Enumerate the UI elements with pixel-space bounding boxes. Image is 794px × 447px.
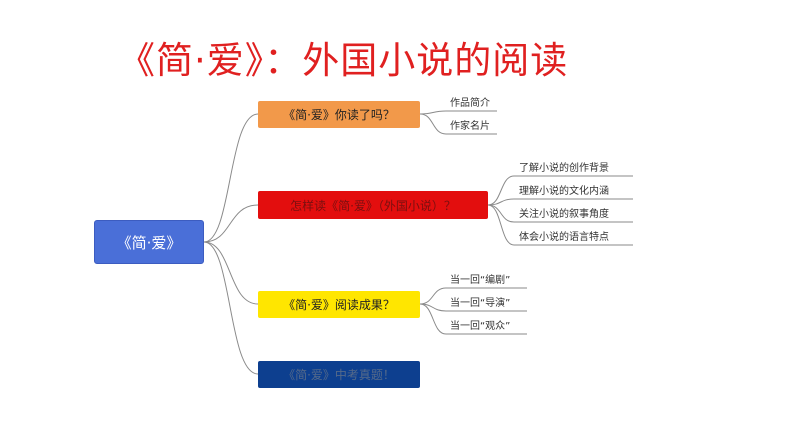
branch-node-1[interactable]: 《简·爱》你读了吗？ — [258, 101, 420, 128]
connector-b1-leaf-1 — [419, 110, 497, 115]
leaf-node[interactable]: 理解小说的文化内涵 — [519, 186, 609, 197]
leaf-node[interactable]: 体会小说的语言特点 — [519, 232, 609, 243]
leaf-node[interactable]: 当一回“编剧” — [450, 275, 511, 286]
branch-node-2[interactable]: 怎样读《简·爱》（外国小说）？ — [258, 191, 488, 219]
leaf-node[interactable]: 作家名片 — [450, 121, 490, 132]
connector-root-branch-4 — [203, 241, 259, 375]
connector-b3-leaf-1 — [419, 287, 527, 305]
leaf-node[interactable]: 作品简介 — [450, 98, 490, 109]
connector-b3-leaf-2 — [419, 303, 527, 312]
connector-root-branch-1 — [203, 113, 259, 243]
connector-b1-leaf-2 — [419, 113, 497, 135]
connector-b3-leaf-3 — [419, 303, 527, 335]
connector-b2-leaf-2 — [487, 198, 633, 206]
branch-node-3[interactable]: 《简·爱》阅读成果？ — [258, 291, 420, 318]
root-node[interactable]: 《简·爱》 — [94, 220, 204, 264]
leaf-node[interactable]: 当一回“观众” — [450, 321, 511, 332]
leaf-node[interactable]: 关注小说的叙事角度 — [519, 209, 609, 220]
leaf-node[interactable]: 了解小说的创作背景 — [519, 163, 609, 174]
leaf-node[interactable]: 当一回“导演” — [450, 298, 511, 309]
connector-root-branch-3 — [203, 241, 259, 305]
page-title: 《简·爱》：外国小说的阅读 — [118, 39, 569, 82]
connector-root-branch-2 — [203, 204, 259, 243]
connector-b2-leaf-4 — [487, 204, 633, 246]
branch-node-4[interactable]: 《简·爱》中考真题！ — [258, 361, 420, 388]
connector-b2-leaf-1 — [487, 175, 633, 206]
